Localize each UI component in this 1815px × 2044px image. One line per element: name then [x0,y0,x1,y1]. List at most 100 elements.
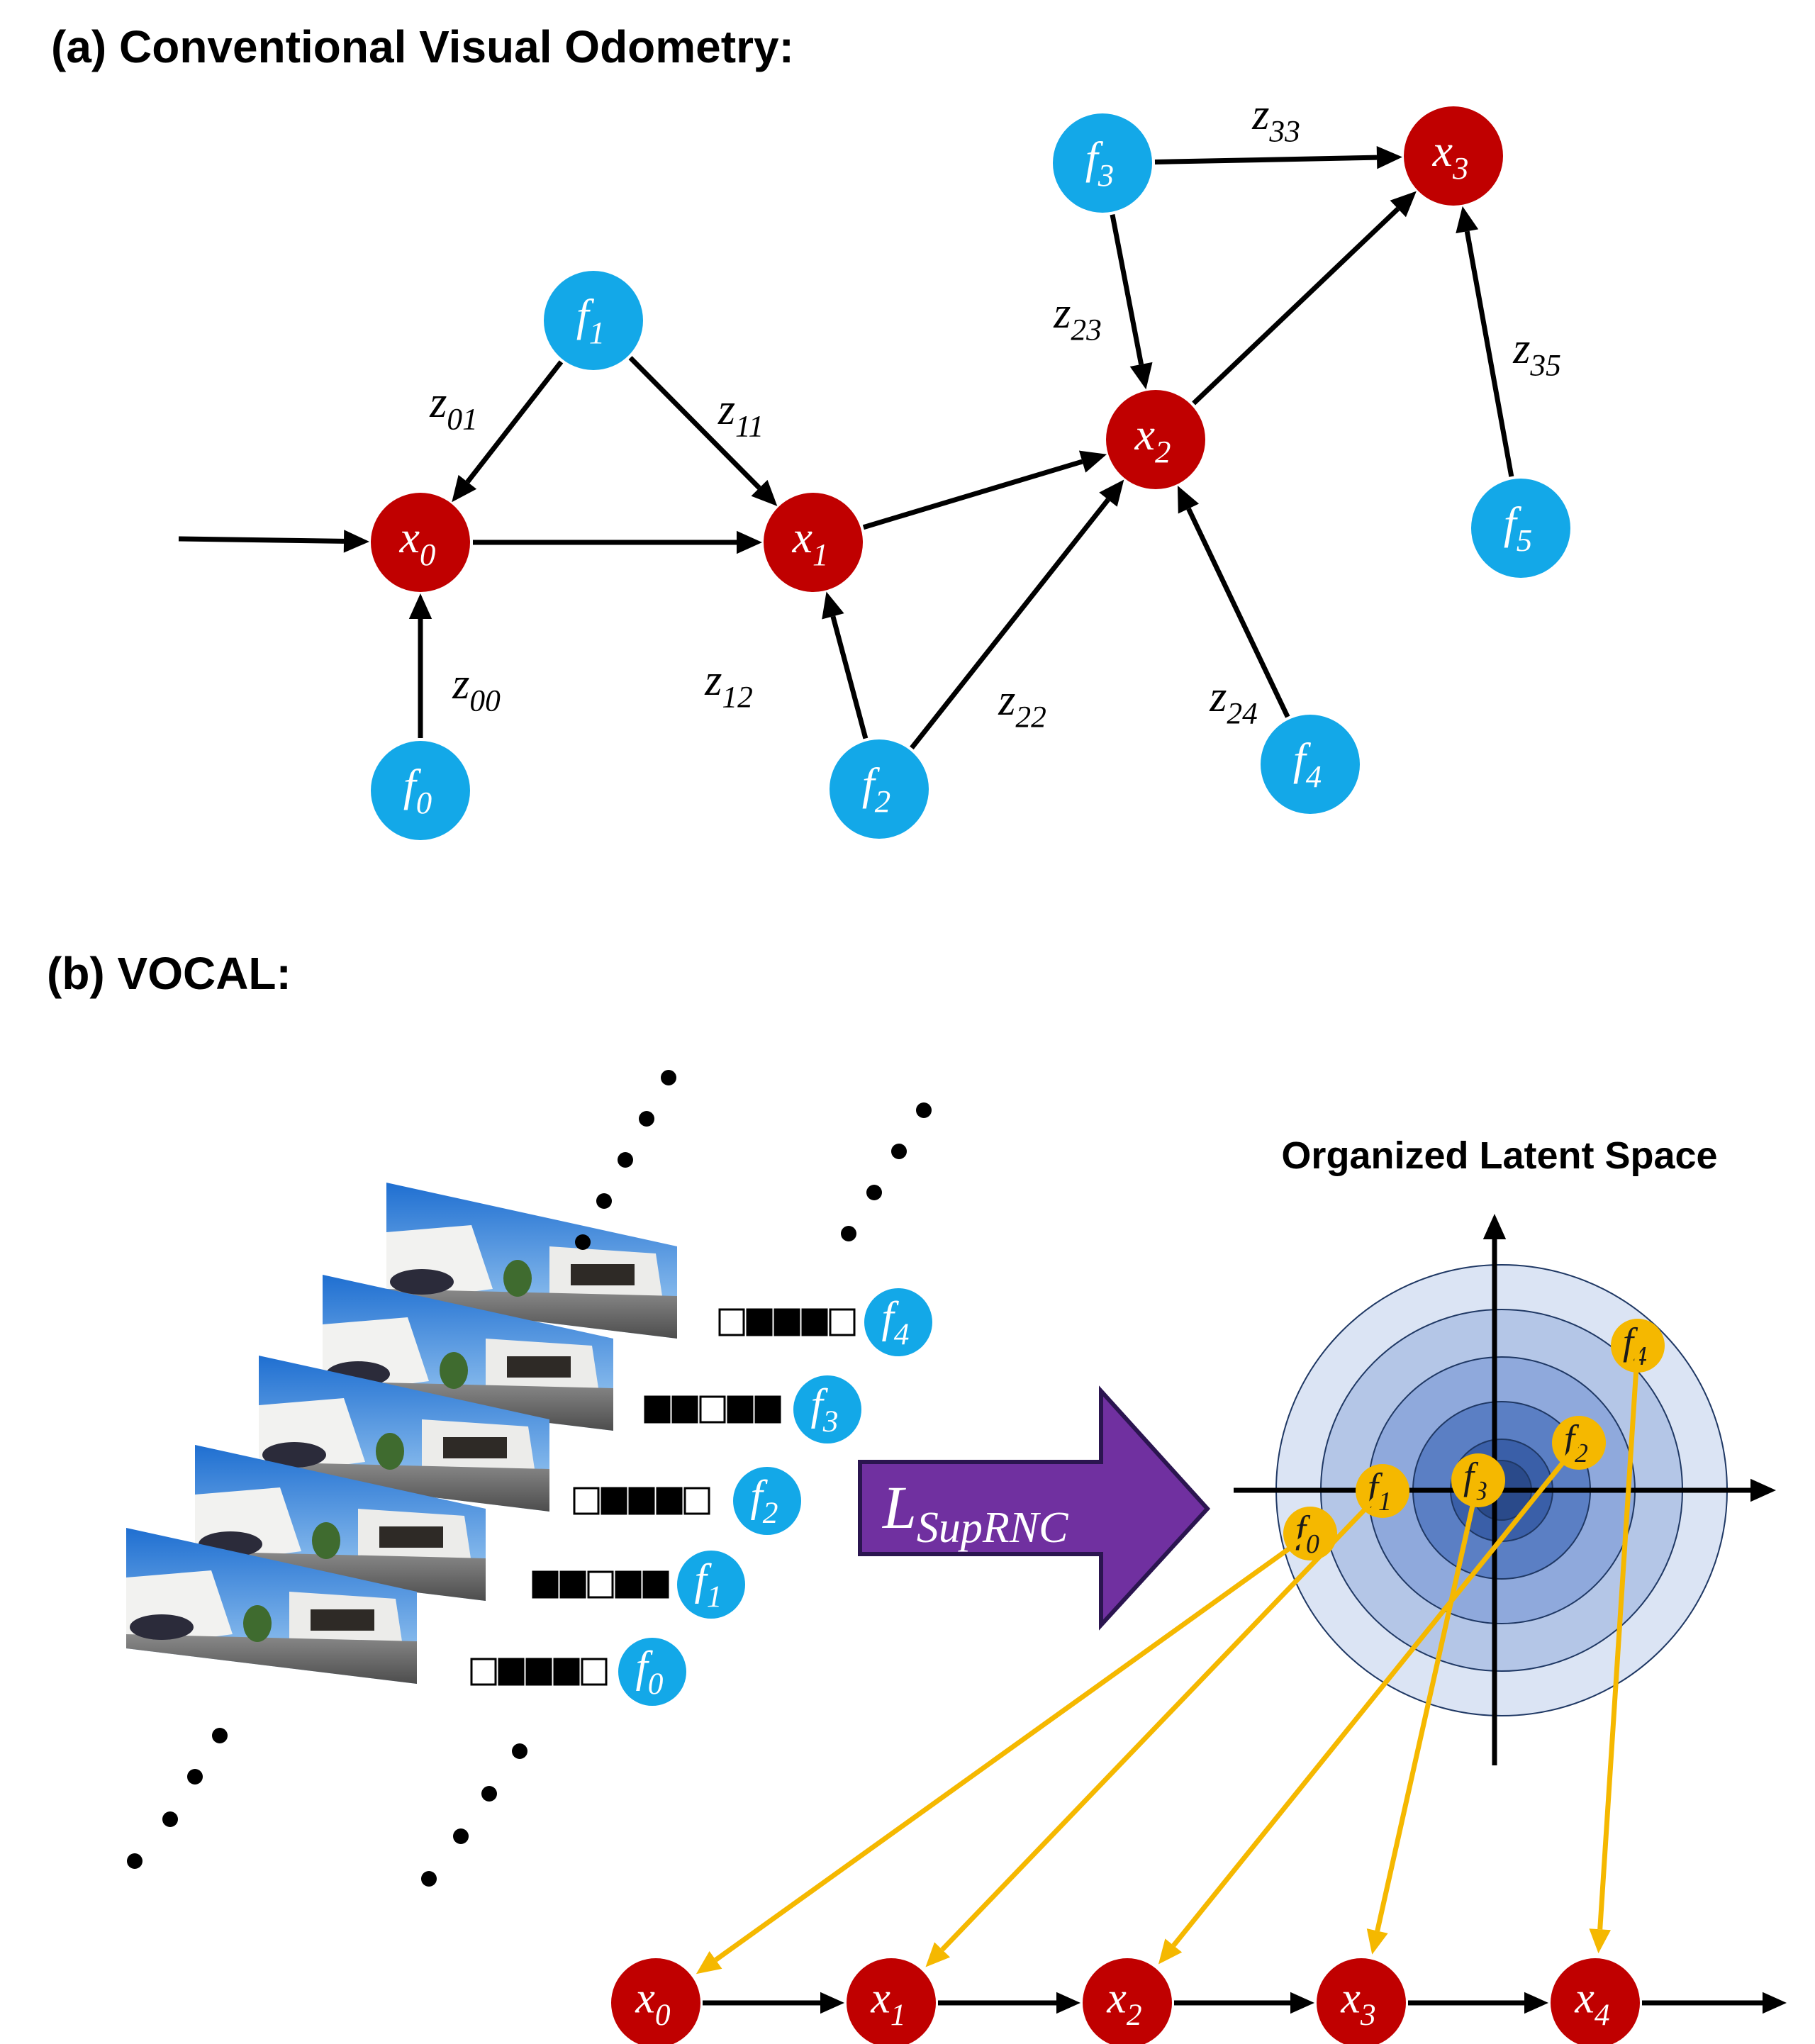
pose-node-x3-label-main: x [1432,125,1453,176]
code-feature-node-f0-circle [618,1638,686,1706]
edge-f3-x3-head [1376,145,1403,169]
edge-start-x0-head [343,530,370,553]
chain-node-x2-label-main: x [1106,1975,1127,2023]
edge-label-z24-sub: 24 [1227,696,1257,730]
code-bit-f2-3 [656,1487,683,1515]
edge-x2-x3-shaft [1192,206,1400,406]
mapping-f4-x4-head [1589,1928,1611,1954]
chain-node-x0-label: x0 [635,1975,671,2032]
edge-label-z22: z22 [998,676,1046,734]
chain-edge-out [1642,1992,1787,2014]
edge-label-z12-main: z [704,657,722,705]
chain-node-x1: x1 [847,1958,936,2044]
mapping-f1-x1 [925,1489,1385,1967]
edge-x0-x1 [473,530,762,554]
loss-arrow: LSupRNC [858,1385,1211,1631]
frame-window [507,1356,571,1378]
mapping-f0-x0-shaft [714,1531,1312,1962]
frame-car [390,1269,454,1295]
code-bit-f1-3 [615,1570,642,1599]
part-a-edges [178,145,1514,750]
feature-code-f4: f4 [718,1288,932,1356]
edge-start-x0 [178,530,370,553]
chain-edge-x2-x3 [1174,1992,1314,2014]
mapping-f2-x2-shaft [1171,1441,1581,1948]
pose-node-x3: x3 [1404,106,1503,206]
edge-f1-x0-shaft [465,360,564,484]
loss-arrow-shape [858,1385,1211,1631]
edge-x0-x1-head [737,530,762,554]
frame-window [571,1264,635,1285]
chain-node-x1-label-main: x [870,1975,890,2023]
edge-label-z01-sub: 01 [447,402,477,436]
edge-label-z11-sub: 11 [735,409,764,443]
edge-label-z11-main: z [717,386,735,434]
chain-node-x1-circle [847,1958,936,2044]
feature-node-f1: f1 [544,271,643,370]
chain-node-x1-label-sub: 1 [890,1998,906,2032]
edge-label-z00-sub: 00 [469,683,501,717]
edge-f1-x1-head [751,479,778,506]
feature-node-f4: f4 [1261,715,1360,814]
part-b-title: (b) VOCAL: [47,948,291,999]
code-bit-f3-3 [727,1395,754,1424]
edge-f1-x1-shaft [628,356,761,490]
code-feature-node-f1-label-sub: 1 [707,1580,722,1614]
ellipsis-dot-2-3 [127,1853,143,1869]
latent-y-axis [1482,1214,1507,1765]
mapping-f1-x1-shaft [940,1489,1385,1952]
code-feature-node-f4-circle [864,1288,932,1356]
feature-node-f5-label-sub: 5 [1517,523,1532,558]
chain-edge-x3-x4-head [1524,1992,1548,2014]
edge-f3-x2 [1110,214,1153,390]
edge-label-z00: z00 [452,660,501,717]
mapping-f1-x1-head [925,1942,951,1967]
chain-node-x3-circle [1317,1958,1406,2044]
edge-label-z22-main: z [998,676,1015,725]
pose-node-x3-label: x3 [1432,125,1469,186]
pose-node-x2-label-sub: 2 [1155,434,1171,469]
frame-tree [503,1260,532,1297]
frame-window [443,1437,507,1458]
chain-node-x4-label-main: x [1574,1975,1595,2023]
edge-f4-x2-shaft [1186,508,1290,718]
chain-node-x4-label-sub: 4 [1595,1998,1610,2032]
edge-f1-x0 [452,360,564,503]
pose-node-x0: x0 [371,493,470,592]
code-bit-f0-0 [470,1658,497,1686]
chain-node-x0: x0 [611,1958,700,2044]
frame-window [379,1526,443,1548]
mapping-f2-x2-head [1158,1938,1183,1965]
feature-node-f4-label-sub: 4 [1306,759,1322,794]
edge-x1-x2-head [1078,450,1107,473]
edge-label-z01-main: z [429,379,447,427]
code-bit-f2-4 [683,1487,710,1515]
pose-node-x1-circle [764,493,863,592]
edge-label-z00-main: z [452,660,469,708]
code-bit-f2-2 [628,1487,655,1515]
ellipsis-dot-1-3 [841,1226,856,1241]
code-bit-f2-1 [601,1487,627,1515]
latent-x-axis-head [1750,1478,1776,1502]
edge-f1-x1 [628,356,778,506]
code-bit-f4-3 [801,1308,828,1336]
chain-node-x0-circle [611,1958,700,2044]
edge-f4-x2-head [1177,486,1200,514]
feature-node-f3: f3 [1053,113,1152,213]
feature-node-f2: f2 [830,739,929,839]
edge-label-z24: z24 [1209,673,1258,730]
pose-node-x3-label-sub: 3 [1452,150,1468,186]
code-feature-node-f4-label: f4 [882,1294,910,1351]
frame-tree [440,1352,468,1389]
edge-label-z35: z35 [1512,325,1561,382]
feature-node-f0-label: f0 [403,760,432,820]
frame-car [262,1442,326,1468]
edge-label-z23-sub: 23 [1071,313,1101,347]
edge-f2-x1-shaft [830,615,869,739]
feature-node-f0: f0 [371,741,470,840]
pose-node-x1-label-main: x [792,512,812,562]
edge-f2-x2-head [1099,479,1124,507]
edge-x1-x2-shaft [862,459,1083,530]
